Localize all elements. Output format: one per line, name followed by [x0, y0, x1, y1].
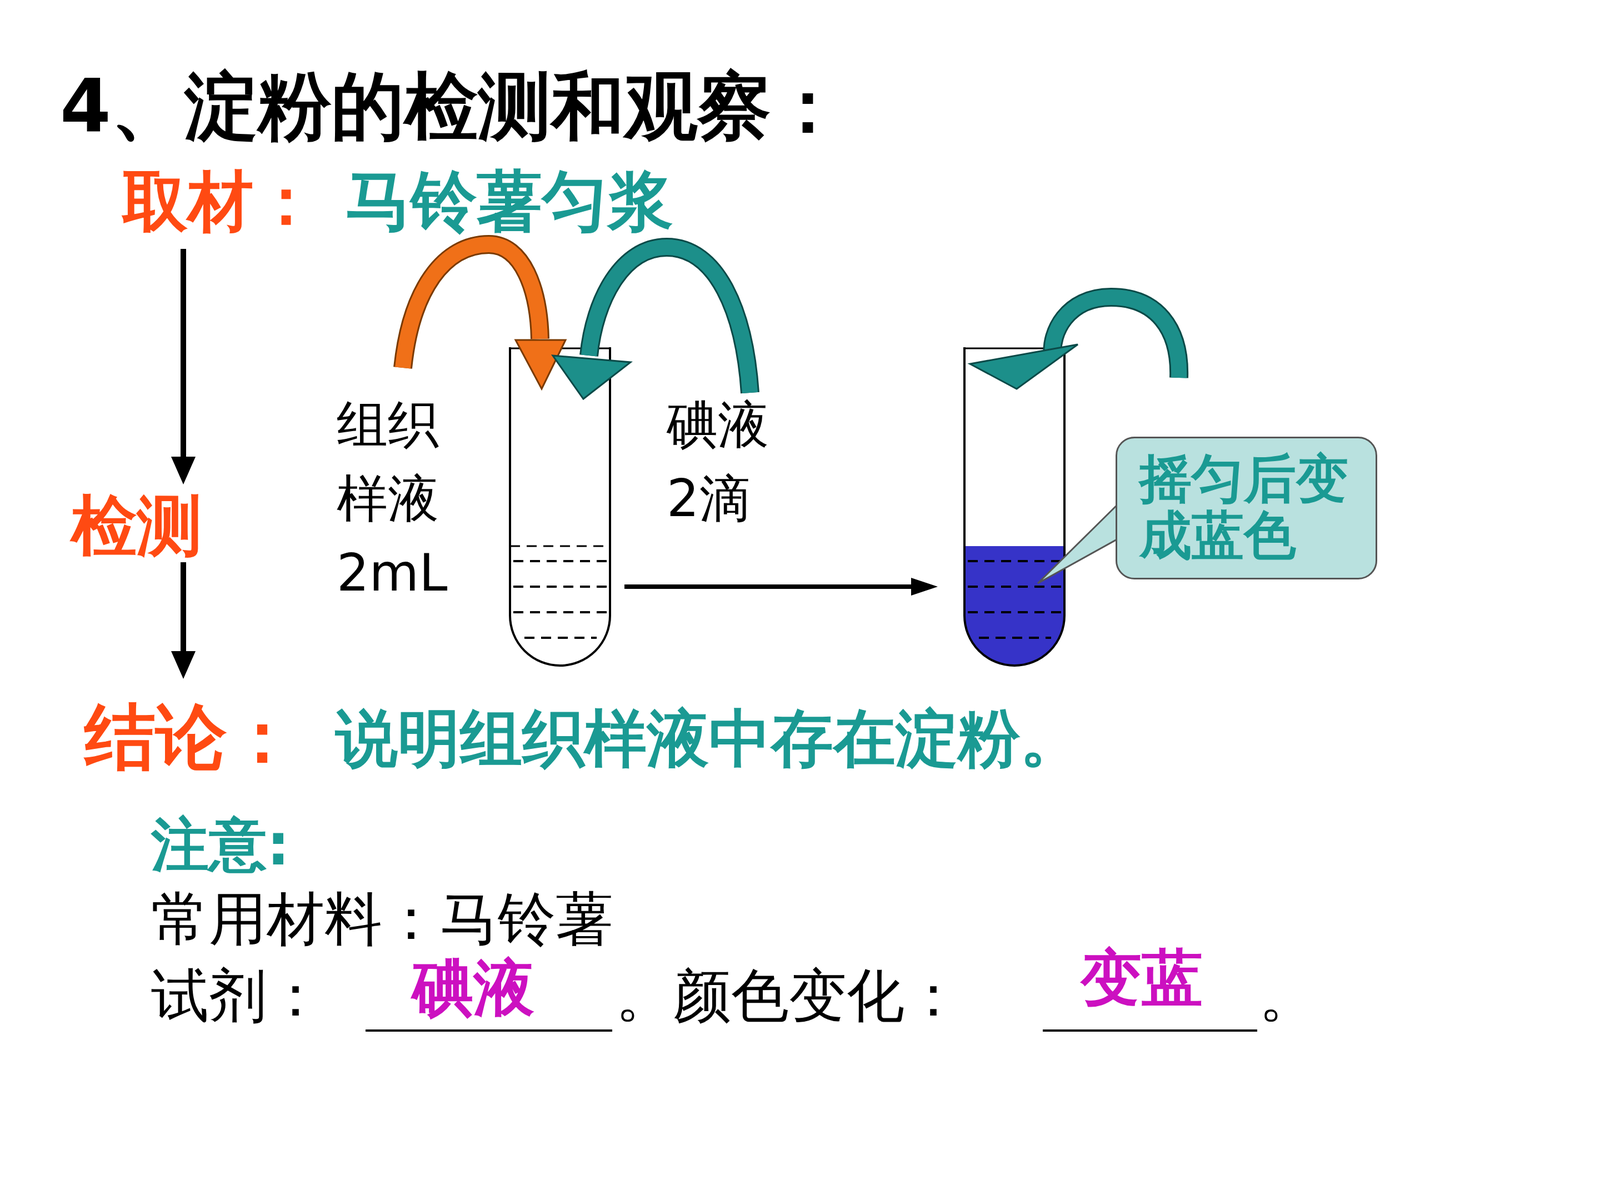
- answer-blank: [365, 1029, 1258, 1032]
- conclusion-text: 说明组织样液中存在淀粉。: [335, 701, 1083, 776]
- material-text: 马铃薯匀浆: [345, 162, 674, 242]
- process-arrow: [624, 577, 938, 596]
- step-label: 取材：: [122, 162, 319, 242]
- curved-arrow-teal: [970, 297, 1179, 389]
- note-text: 试剂：: [151, 961, 325, 1031]
- note-text: 。: [1258, 961, 1317, 1031]
- note-text: 常用材料：马铃薯: [151, 884, 614, 954]
- reagent-label: 组织 样液 2mL: [336, 387, 447, 610]
- test-tube-blue: [964, 347, 1065, 674]
- curved-arrow-teal: [552, 247, 750, 399]
- step-label: 结论：: [84, 694, 298, 780]
- callout-tail: [1037, 494, 1128, 584]
- slide-title: 4、淀粉的检测和观察：: [60, 62, 845, 150]
- test-tube: [510, 347, 610, 674]
- flow-arrow: [171, 248, 196, 679]
- answer-text: 变蓝: [1080, 941, 1203, 1015]
- callout-box: 摇匀后变成蓝色: [1115, 436, 1378, 580]
- step-label: 检测: [71, 486, 203, 566]
- curved-arrow-orange: [402, 244, 566, 389]
- note-text: 。颜色变化：: [615, 961, 963, 1031]
- reagent-label: 碘液 2滴: [666, 387, 777, 537]
- answer-text: 碘液: [412, 951, 535, 1025]
- note-heading: 注意:: [151, 810, 290, 880]
- callout-text: 摇匀后变成蓝色: [1139, 450, 1354, 564]
